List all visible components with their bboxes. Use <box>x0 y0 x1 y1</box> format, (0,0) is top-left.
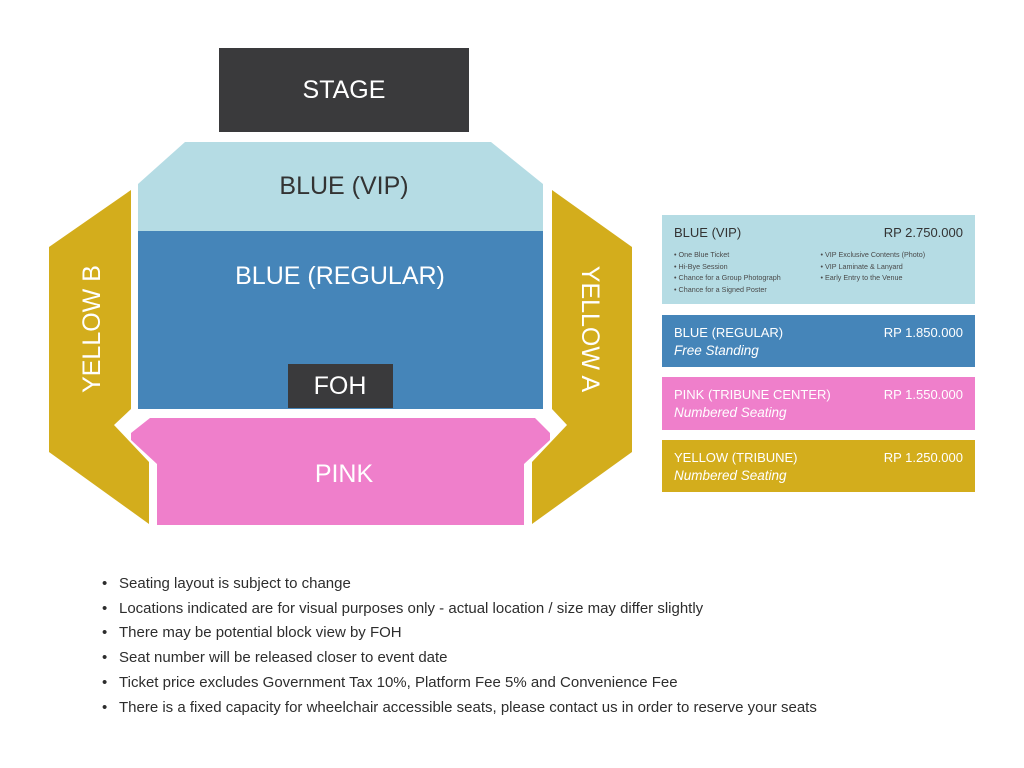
price-card-price: RP 2.750.000 <box>883 225 963 240</box>
price-card-name: PINK (TRIBUNE CENTER) <box>674 387 831 402</box>
yellow-b-zone[interactable] <box>49 190 149 524</box>
yellow-b-label: YELLOW B <box>78 265 106 393</box>
feature-item: • Hi-Bye Session <box>674 261 728 271</box>
notes-list: Seating layout is subject to change Loca… <box>102 572 817 720</box>
feature-item: • One Blue Ticket <box>674 250 730 259</box>
price-card-name: BLUE (REGULAR) <box>674 325 784 340</box>
pink-label: PINK <box>315 460 374 488</box>
stage-block <box>219 48 469 132</box>
feature-item: • VIP Exclusive Contents (Photo) <box>820 250 926 259</box>
price-card-name: BLUE (VIP) <box>674 225 742 240</box>
feature-item: • Chance for a Group Photograph <box>674 273 781 282</box>
price-card-price: RP 1.850.000 <box>883 325 963 340</box>
vip-feature-list: • One Blue Ticket • VIP Exclusive Conten… <box>674 249 963 295</box>
price-card-note: Numbered Seating <box>674 405 787 420</box>
pink-zone[interactable] <box>131 418 550 525</box>
price-card-price: RP 1.550.000 <box>883 387 963 402</box>
note-item: Seating layout is subject to change <box>102 572 817 597</box>
note-item: There may be potential block view by FOH <box>102 621 817 646</box>
blue-regular-label: BLUE (REGULAR) <box>235 262 445 290</box>
yellow-a-zone[interactable] <box>532 190 632 524</box>
feature-item: • VIP Laminate & Lanyard <box>820 261 903 271</box>
note-item: Seat number will be released closer to e… <box>102 646 817 671</box>
note-item: Ticket price excludes Government Tax 10%… <box>102 671 817 696</box>
price-card-pink[interactable]: PINK (TRIBUNE CENTER) RP 1.550.000 Numbe… <box>662 377 975 430</box>
stage-label: STAGE <box>303 76 386 104</box>
price-card-price: RP 1.250.000 <box>883 450 963 465</box>
price-card-blue-vip[interactable]: BLUE (VIP) RP 2.750.000 • One Blue Ticke… <box>662 215 975 304</box>
foh-block <box>288 364 393 408</box>
yellow-a-label: YELLOW A <box>576 266 604 393</box>
price-card-yellow[interactable]: YELLOW (TRIBUNE) RP 1.250.000 Numbered S… <box>662 440 975 492</box>
price-card-blue-regular[interactable]: BLUE (REGULAR) RP 1.850.000 Free Standin… <box>662 315 975 367</box>
price-card-name: YELLOW (TRIBUNE) <box>674 450 798 465</box>
price-card-note: Free Standing <box>674 343 759 358</box>
blue-vip-label: BLUE (VIP) <box>279 172 408 200</box>
feature-item: • Early Entry to the Venue <box>820 273 903 282</box>
note-item: There is a fixed capacity for wheelchair… <box>102 696 817 721</box>
price-card-note: Numbered Seating <box>674 468 787 483</box>
foh-label: FOH <box>314 372 367 400</box>
note-item: Locations indicated are for visual purpo… <box>102 597 817 622</box>
feature-item: • Chance for a Signed Poster <box>674 284 767 294</box>
blue-vip-zone[interactable] <box>138 142 543 231</box>
